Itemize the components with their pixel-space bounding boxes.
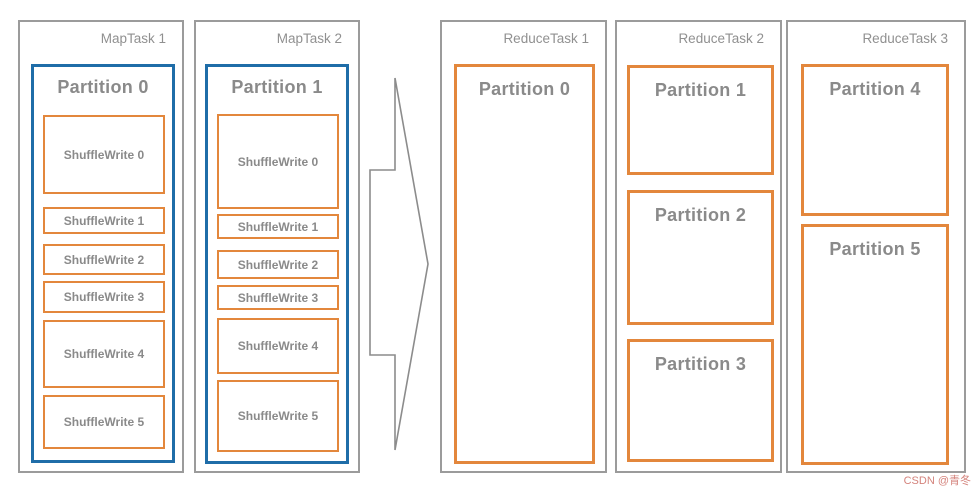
partition-label: Partition 1 xyxy=(654,80,747,100)
partition-label: Partition 1 xyxy=(231,77,323,97)
map-task-1: MapTask 1 Partition 0 ShuffleWrite 0 Shu… xyxy=(18,20,184,473)
map-task-2-title: MapTask 2 xyxy=(276,31,342,46)
reduce-task-3-title: ReduceTask 3 xyxy=(862,31,948,46)
partition-label: Partition 0 xyxy=(478,79,571,99)
shuffle-write-box: ShuffleWrite 1 xyxy=(217,214,339,239)
shuffle-write-box: ShuffleWrite 5 xyxy=(43,395,165,449)
shuffle-write-box: ShuffleWrite 2 xyxy=(43,244,165,275)
shuffle-write-box: ShuffleWrite 0 xyxy=(43,115,165,194)
reduce-task-2-title: ReduceTask 2 xyxy=(678,31,764,46)
reduce-partition-box: Partition 1 xyxy=(627,65,774,175)
map-task-1-title: MapTask 1 xyxy=(100,31,166,46)
map-task-1-partition-box: Partition 0 ShuffleWrite 0 ShuffleWrite … xyxy=(31,64,175,463)
shuffle-write-box: ShuffleWrite 4 xyxy=(217,318,339,374)
partition-label: Partition 4 xyxy=(829,79,921,99)
partition-label: Partition 2 xyxy=(654,205,747,225)
shuffle-write-box: ShuffleWrite 4 xyxy=(43,320,165,388)
partition-label: Partition 0 xyxy=(57,77,149,97)
shuffle-write-label: ShuffleWrite 1 xyxy=(63,213,145,228)
shuffle-write-label: ShuffleWrite 2 xyxy=(63,252,145,267)
shuffle-write-label: ShuffleWrite 5 xyxy=(63,415,145,429)
shuffle-write-label: ShuffleWrite 1 xyxy=(237,219,319,234)
shuffle-write-label: ShuffleWrite 3 xyxy=(63,290,145,304)
shuffle-write-box: ShuffleWrite 3 xyxy=(217,285,339,310)
partition-label: Partition 3 xyxy=(654,354,747,374)
reduce-task-1: ReduceTask 1 Partition 0 xyxy=(440,20,607,473)
shuffle-write-box: ShuffleWrite 3 xyxy=(43,281,165,313)
flow-arrow-icon xyxy=(369,77,429,451)
reduce-partition-box: Partition 2 xyxy=(627,190,774,325)
shuffle-write-label: ShuffleWrite 4 xyxy=(237,339,319,353)
reduce-task-3: ReduceTask 3 Partition 4 Partition 5 xyxy=(786,20,966,473)
map-task-2-partition-box: Partition 1 ShuffleWrite 0 ShuffleWrite … xyxy=(205,64,349,464)
shuffle-write-label: ShuffleWrite 3 xyxy=(237,290,319,305)
shuffle-write-box: ShuffleWrite 0 xyxy=(217,114,339,209)
shuffle-write-label: ShuffleWrite 0 xyxy=(63,147,145,162)
reduce-task-1-title: ReduceTask 1 xyxy=(503,31,589,46)
reduce-partition-box: Partition 4 xyxy=(801,64,949,216)
shuffle-write-box: ShuffleWrite 1 xyxy=(43,207,165,234)
shuffle-write-label: ShuffleWrite 5 xyxy=(237,409,319,423)
reduce-partition-box: Partition 0 xyxy=(454,64,595,464)
watermark: CSDN @青冬 xyxy=(903,475,971,487)
shuffle-write-label: ShuffleWrite 0 xyxy=(237,154,319,169)
shuffle-write-box: ShuffleWrite 2 xyxy=(217,250,339,279)
shuffle-write-label: ShuffleWrite 4 xyxy=(63,347,145,361)
partition-label: Partition 5 xyxy=(829,239,921,259)
shuffle-write-box: ShuffleWrite 5 xyxy=(217,380,339,452)
map-task-2: MapTask 2 Partition 1 ShuffleWrite 0 Shu… xyxy=(194,20,360,473)
reduce-partition-box: Partition 5 xyxy=(801,224,949,465)
shuffle-write-label: ShuffleWrite 2 xyxy=(237,257,319,272)
reduce-task-2: ReduceTask 2 Partition 1 Partition 2 Par… xyxy=(615,20,782,473)
reduce-partition-box: Partition 3 xyxy=(627,339,774,462)
